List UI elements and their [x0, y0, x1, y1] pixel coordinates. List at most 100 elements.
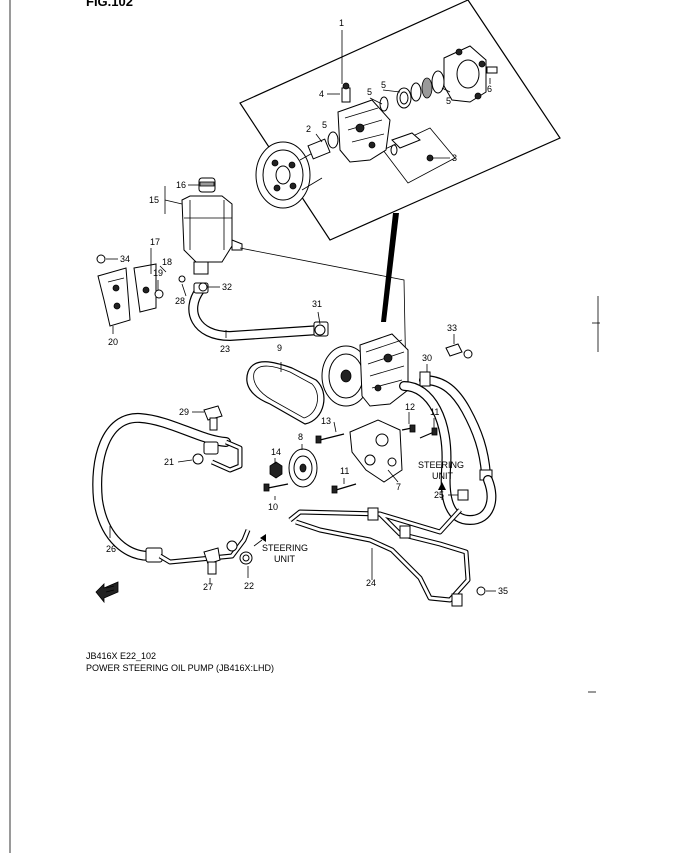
- exploded-seal-rings: [379, 70, 445, 112]
- callout: 19: [153, 268, 163, 290]
- svg-text:18: 18: [162, 257, 172, 267]
- arrow-to-steering-unit: [253, 534, 266, 547]
- svg-text:34: 34: [120, 254, 130, 264]
- svg-text:9: 9: [277, 343, 282, 353]
- svg-text:UNIT: UNIT: [432, 471, 453, 481]
- svg-text:16: 16: [176, 180, 186, 190]
- exploded-rear-cover: [443, 45, 498, 103]
- svg-text:25: 25: [434, 490, 444, 500]
- svg-text:35: 35: [498, 586, 508, 596]
- callout: 14: [271, 447, 281, 464]
- exploded-shaft-seal: [307, 131, 339, 160]
- arrow-to-steering-unit: [438, 482, 446, 500]
- svg-text:11: 11: [340, 466, 349, 476]
- callout: 16: [176, 180, 199, 190]
- svg-text:STEERING: STEERING: [418, 460, 464, 470]
- callout: 1: [339, 18, 344, 84]
- front-direction-arrow-icon: [95, 581, 119, 604]
- pump-bracket: [349, 419, 403, 483]
- svg-text:17: 17: [150, 237, 160, 247]
- svg-text:30: 30: [422, 353, 432, 363]
- svg-text:20: 20: [108, 337, 118, 347]
- crankshaft-pulley: [288, 448, 318, 488]
- callout: 28: [175, 283, 187, 306]
- svg-text:15: 15: [149, 195, 159, 205]
- callout: 10: [268, 496, 278, 512]
- callout: 6: [487, 78, 492, 94]
- callout: 5: [322, 120, 327, 130]
- svg-text:28: 28: [175, 296, 185, 306]
- svg-text:3: 3: [452, 153, 457, 163]
- svg-text:31: 31: [312, 299, 322, 309]
- exploded-pump-pulley: [255, 141, 323, 209]
- steering-unit-note-right: STEERING UNIT: [418, 460, 464, 481]
- callout: 21: [164, 457, 193, 467]
- union-bolt: [203, 547, 221, 575]
- callout: 2: [306, 124, 323, 143]
- bolts: [263, 424, 438, 494]
- svg-text:23: 23: [220, 344, 230, 354]
- callout: 17: [150, 237, 160, 274]
- callout: 30: [422, 353, 432, 372]
- callout: 26: [106, 526, 116, 554]
- callout: 18: [159, 257, 172, 273]
- callout: 33: [447, 323, 457, 344]
- svg-text:24: 24: [366, 578, 376, 588]
- svg-text:5: 5: [381, 80, 386, 90]
- callout: 3: [432, 153, 457, 163]
- gasket: [226, 540, 238, 552]
- svg-text:26: 26: [106, 544, 116, 554]
- reservoir-bracket: [96, 254, 186, 327]
- callout: 11: [430, 407, 439, 428]
- svg-text:1: 1: [339, 18, 344, 28]
- exploded-view-pointer: [381, 213, 399, 322]
- svg-text:5: 5: [322, 120, 327, 130]
- svg-text:22: 22: [244, 581, 254, 591]
- callout: 8: [298, 432, 303, 450]
- svg-text:11: 11: [430, 407, 439, 417]
- svg-text:8: 8: [298, 432, 303, 442]
- callout: 29: [179, 407, 204, 417]
- left-hose: [92, 413, 231, 563]
- svg-text:13: 13: [321, 416, 331, 426]
- svg-text:5: 5: [446, 96, 451, 106]
- svg-text:STEERING: STEERING: [262, 543, 308, 553]
- callout: 22: [244, 566, 254, 591]
- union-bolt: [203, 405, 223, 431]
- diagram-code: JB416X E22_102: [86, 651, 156, 661]
- svg-text:4: 4: [319, 89, 324, 99]
- callout: 32: [208, 282, 232, 292]
- hose-clamp: [314, 324, 326, 336]
- svg-text:33: 33: [447, 323, 457, 333]
- drive-belt: [246, 361, 325, 425]
- callout: 34: [106, 254, 130, 264]
- hose-clamp: [198, 282, 208, 292]
- callout: 4: [319, 89, 340, 99]
- callout: 13: [321, 416, 337, 433]
- svg-text:2: 2: [306, 124, 311, 134]
- callout: 5: [381, 80, 401, 93]
- svg-text:UNIT: UNIT: [274, 554, 295, 564]
- callout: 11: [340, 466, 349, 484]
- svg-text:5: 5: [367, 87, 372, 97]
- callout: 20: [108, 326, 118, 347]
- callout: 24: [366, 548, 376, 588]
- callout: 27: [203, 578, 213, 592]
- left-pipe: [158, 439, 251, 565]
- callout: 7: [387, 469, 401, 492]
- diagram-title: POWER STEERING OIL PUMP (JB416X:LHD): [86, 663, 274, 673]
- figure-heading: FIG.102: [86, 0, 133, 9]
- svg-text:29: 29: [179, 407, 189, 417]
- callout: 12: [405, 402, 415, 424]
- callout: 23: [220, 330, 230, 354]
- svg-text:21: 21: [164, 457, 174, 467]
- callout: 15: [149, 186, 183, 214]
- svg-text:19: 19: [153, 268, 163, 278]
- callout: 9: [277, 343, 282, 372]
- svg-text:12: 12: [405, 402, 415, 412]
- return-hose-loop: [399, 381, 497, 526]
- callout: 5: [441, 87, 451, 106]
- callout: 25: [434, 490, 458, 500]
